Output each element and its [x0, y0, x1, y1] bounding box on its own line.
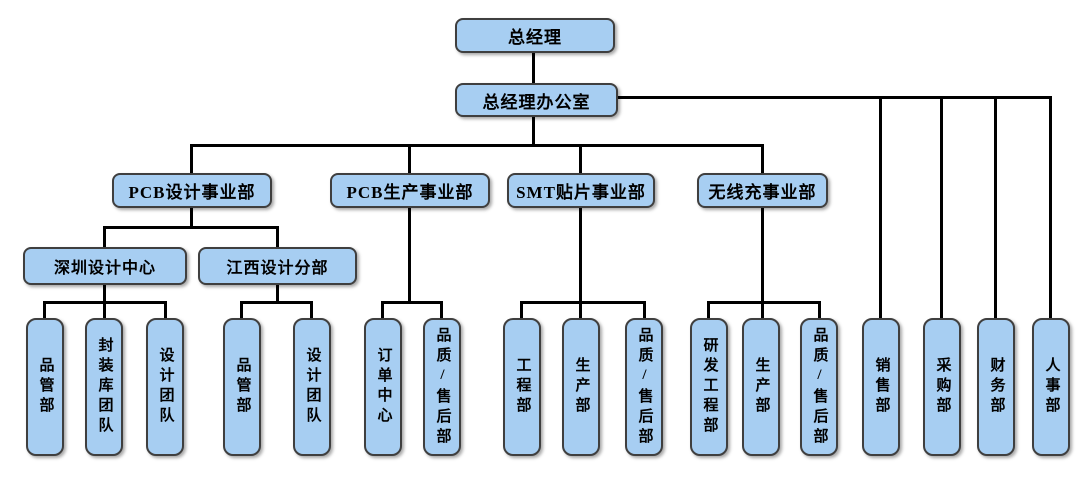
node-package-library-team: 封装库团队	[85, 318, 123, 456]
line-office-down	[532, 117, 535, 145]
line-pcb-production-down	[408, 208, 411, 302]
line-drop-smt-engineering	[520, 301, 523, 318]
line-shenzhen-down	[103, 285, 106, 302]
node-pcb-production-bu: PCB生产事业部	[330, 173, 490, 208]
line-drop-pcb-design	[190, 144, 193, 173]
line-smt-down	[579, 208, 582, 302]
node-wc-rd-engineering-dept: 研发工程部	[690, 318, 728, 456]
line-drop-smt-quality	[643, 301, 646, 318]
line-drop-hr	[1049, 96, 1052, 318]
node-general-manager: 总经理	[455, 18, 615, 53]
line-pcb-production-bus	[381, 301, 443, 304]
line-business-unit-bus	[190, 144, 764, 147]
line-drop-wc-production	[761, 301, 764, 318]
line-drop-shenzhen	[103, 226, 106, 247]
line-drop-jx-design	[310, 301, 313, 318]
line-pcb-design-down	[190, 208, 193, 227]
line-jiangxi-down	[276, 285, 279, 302]
node-sz-quality-dept: 品管部	[26, 318, 64, 456]
line-wireless-bus	[707, 301, 821, 304]
node-smt-production-dept: 生产部	[562, 318, 600, 456]
line-drop-pcb-production	[408, 144, 411, 173]
line-design-bus	[103, 226, 279, 229]
node-jx-design-team: 设计团队	[293, 318, 331, 456]
line-drop-purchasing	[940, 96, 943, 318]
node-pcb-quality-aftersales-dept: 品质/售后部	[423, 318, 461, 456]
node-gm-office: 总经理办公室	[455, 83, 618, 117]
node-wc-quality-aftersales-dept: 品质/售后部	[800, 318, 838, 456]
line-drop-smt-production	[579, 301, 582, 318]
node-finance-dept: 财务部	[977, 318, 1015, 456]
node-purchasing-dept: 采购部	[923, 318, 961, 456]
node-wireless-charging-bu: 无线充事业部	[697, 173, 828, 208]
line-drop-jiangxi	[276, 226, 279, 247]
node-smt-quality-aftersales-dept: 品质/售后部	[625, 318, 663, 456]
node-shenzhen-design-center: 深圳设计中心	[23, 247, 187, 285]
line-drop-smt	[579, 144, 582, 173]
node-order-center: 订单中心	[364, 318, 402, 456]
line-office-right-rail	[618, 96, 1052, 99]
line-drop-jx-quality	[240, 301, 243, 318]
line-smt-bus	[520, 301, 646, 304]
line-drop-pp-quality	[440, 301, 443, 318]
line-jiangxi-bus	[240, 301, 313, 304]
line-drop-sz-quality	[43, 301, 46, 318]
node-jiangxi-design-branch: 江西设计分部	[198, 247, 357, 285]
node-smt-bu: SMT贴片事业部	[507, 173, 655, 208]
line-gm-to-office	[532, 53, 535, 83]
node-sz-design-team: 设计团队	[146, 318, 184, 456]
line-drop-sales	[879, 96, 882, 318]
node-jx-quality-dept: 品管部	[223, 318, 261, 456]
line-drop-wireless	[761, 144, 764, 173]
line-drop-wc-quality	[818, 301, 821, 318]
line-drop-sz-design	[164, 301, 167, 318]
line-wireless-down	[761, 208, 764, 302]
node-smt-engineering-dept: 工程部	[503, 318, 541, 456]
node-pcb-design-bu: PCB设计事业部	[112, 173, 272, 208]
line-drop-wc-rd	[707, 301, 710, 318]
line-drop-finance	[994, 96, 997, 318]
node-sales-dept: 销售部	[862, 318, 900, 456]
node-hr-dept: 人事部	[1032, 318, 1070, 456]
line-drop-order-center	[381, 301, 384, 318]
line-drop-sz-package	[103, 301, 106, 318]
node-wc-production-dept: 生产部	[742, 318, 780, 456]
